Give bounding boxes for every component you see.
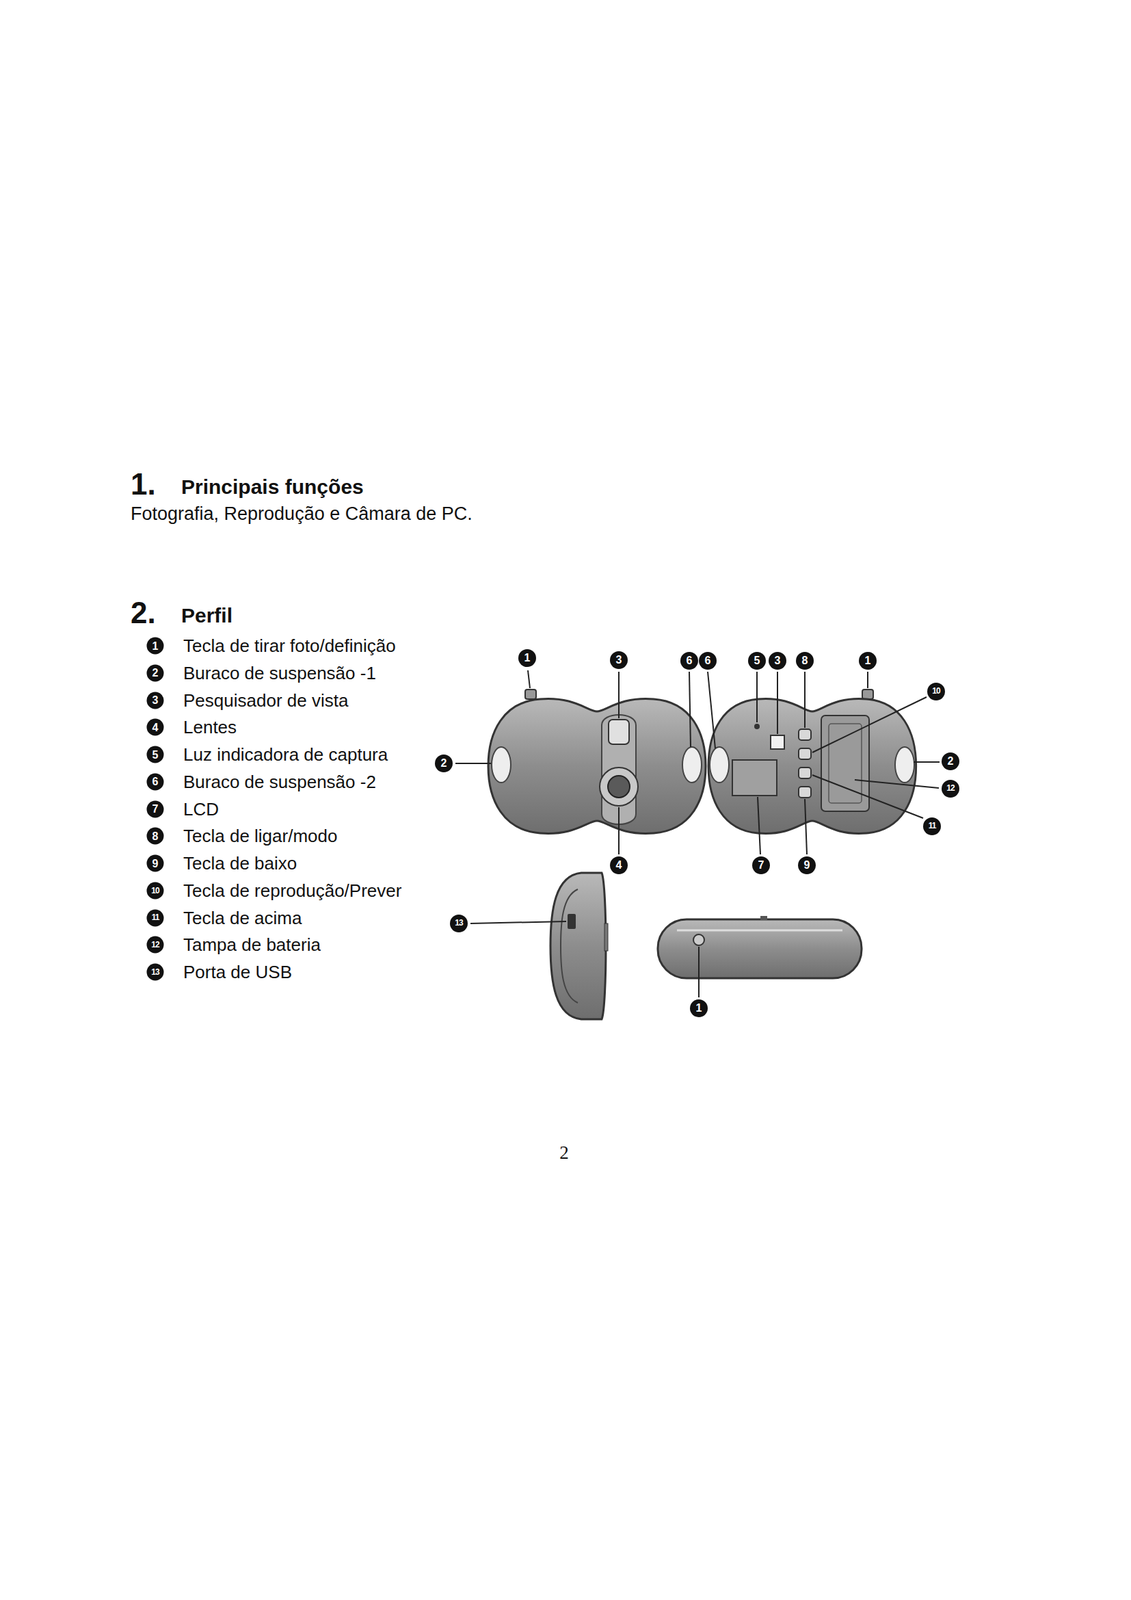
callout-number: 5	[748, 651, 766, 670]
callout-number: 4	[147, 718, 165, 736]
callout-number: 1	[147, 637, 165, 655]
part-name: Tecla de reprodução/Prever	[183, 880, 402, 900]
camera-side-view	[550, 872, 608, 1019]
callout-number: 5	[147, 746, 165, 764]
part-name: Buraco de suspensão -2	[183, 771, 377, 792]
part-name: Buraco de suspensão -1	[183, 662, 377, 683]
callout-number: 3	[609, 650, 628, 669]
part-name: Luz indicadora de captura	[183, 744, 388, 765]
callout-number: 2	[941, 752, 960, 770]
leader-lines	[455, 670, 940, 997]
callout-number: 11	[147, 908, 165, 926]
page-number: 2	[559, 1142, 569, 1164]
heading-number: 2.	[130, 596, 156, 630]
part-name: Tecla de ligar/modo	[183, 826, 338, 846]
camera-bottom-view	[657, 915, 862, 978]
part-name: Porta de USB	[183, 962, 292, 982]
callout-number: 6	[680, 651, 699, 670]
callout-number: 1	[689, 999, 708, 1017]
callout-number: 2	[147, 663, 165, 682]
callout-number: 9	[797, 856, 816, 874]
callout-number: 6	[698, 651, 717, 670]
callout-number: 4	[609, 856, 628, 874]
body-text: Fotografia, Reprodução e Câmara de PC.	[130, 503, 473, 525]
camera-front-view	[488, 689, 706, 833]
callout-number: 13	[147, 963, 165, 981]
callout-number: 3	[768, 651, 787, 670]
callout-number: 11	[923, 817, 941, 835]
callout-number: 10	[147, 881, 165, 899]
part-name: Tampa de bateria	[183, 934, 321, 955]
callout-number: 12	[147, 936, 165, 954]
part-name: Pesquisador de vista	[183, 689, 349, 710]
callout-number: 3	[147, 691, 165, 709]
section-heading: Perfil	[181, 603, 233, 627]
camera-back-view	[708, 689, 917, 833]
heading-number: 1.	[130, 467, 156, 501]
callout-number: 1	[518, 648, 537, 667]
callout-number: 13	[449, 914, 468, 933]
callout-number: 2	[434, 754, 453, 773]
part-name: LCD	[183, 798, 219, 819]
part-name: Lentes	[183, 717, 237, 738]
callout-number: 7	[752, 856, 770, 874]
callout-number: 8	[147, 827, 165, 845]
callout-number: 12	[941, 779, 960, 798]
callout-number: 1	[858, 651, 877, 670]
callout-number: 8	[795, 651, 814, 670]
section-heading: Principais funções	[181, 475, 364, 498]
part-name: Tecla de acima	[183, 907, 302, 928]
callout-number: 10	[927, 682, 946, 701]
callout-number: 6	[147, 772, 165, 790]
callout-number: 7	[147, 800, 165, 818]
part-name: Tecla de baixo	[183, 853, 297, 874]
part-name: Tecla de tirar foto/definição	[183, 635, 396, 656]
callout-number: 9	[147, 854, 165, 872]
